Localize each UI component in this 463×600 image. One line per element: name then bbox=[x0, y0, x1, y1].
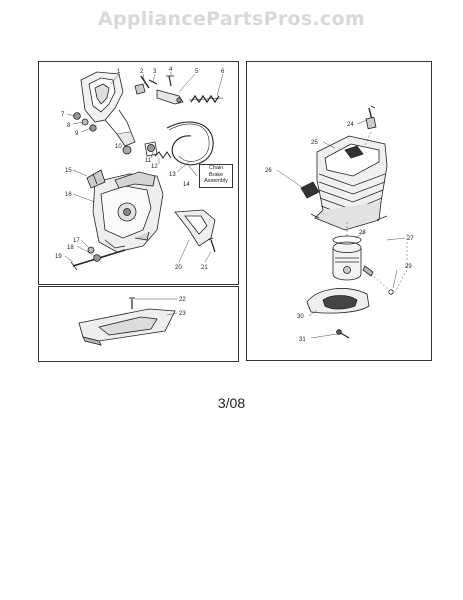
callout-26: 26 bbox=[265, 168, 272, 174]
callout-13: 13 bbox=[169, 172, 176, 178]
callout-group-a: 1 2 3 4 5 6 7 8 9 10 11 12 13 14 15 16 1… bbox=[55, 67, 225, 271]
callout-27: 27 bbox=[407, 236, 414, 242]
callout-1: 1 bbox=[117, 69, 121, 75]
chain-brake-label-line-3: Assembly bbox=[204, 178, 228, 184]
callout-14: 14 bbox=[183, 182, 190, 188]
callout-5: 5 bbox=[195, 69, 199, 75]
watermark-logo: AppliancePartsPros.com bbox=[97, 8, 365, 30]
chain-brake-label-line-2: Brake bbox=[208, 171, 224, 178]
callout-2: 2 bbox=[140, 69, 144, 75]
callout-23: 23 bbox=[179, 311, 186, 317]
callout-10: 10 bbox=[115, 144, 122, 150]
callout-18: 18 bbox=[67, 245, 74, 251]
callout-4: 4 bbox=[169, 67, 173, 73]
callout-8: 8 bbox=[67, 123, 71, 129]
bottom-plate-drawing: 22 23 bbox=[78, 297, 186, 346]
callout-28: 28 bbox=[359, 230, 366, 236]
callout-21: 21 bbox=[201, 265, 208, 271]
callout-20: 20 bbox=[175, 265, 182, 271]
chain-brake-panel: 1 2 3 4 5 6 7 8 9 10 11 12 13 14 15 16 1… bbox=[38, 61, 239, 285]
callout-24: 24 bbox=[347, 122, 354, 128]
date-code: 3/08 bbox=[217, 395, 246, 411]
callout-12: 12 bbox=[151, 164, 158, 170]
callout-16: 16 bbox=[65, 192, 72, 198]
callout-3: 3 bbox=[153, 69, 157, 75]
callout-19: 19 bbox=[55, 254, 62, 260]
callout-15: 15 bbox=[65, 168, 72, 174]
callout-29: 29 bbox=[405, 264, 412, 270]
callout-9: 9 bbox=[75, 131, 79, 137]
callout-group-b: 22 23 bbox=[179, 297, 186, 317]
callout-30: 30 bbox=[297, 314, 304, 320]
cylinder-panel: 24 25 26 27 28 29 30 31 bbox=[246, 61, 432, 361]
callout-25: 25 bbox=[311, 140, 318, 146]
cylinder-drawing: 24 25 26 27 28 29 30 31 bbox=[265, 105, 414, 343]
bottom-plate-panel: 22 23 bbox=[38, 286, 239, 362]
callout-11: 11 bbox=[145, 158, 152, 164]
chain-brake-assembly-label: Chain Brake Assembly bbox=[199, 164, 233, 188]
callout-17: 17 bbox=[73, 238, 80, 244]
callout-group-c: 24 25 26 27 28 29 30 31 bbox=[265, 122, 414, 343]
callout-31: 31 bbox=[299, 337, 306, 343]
chain-brake-drawing: 1 2 3 4 5 6 7 8 9 10 11 12 13 14 15 16 1… bbox=[55, 67, 225, 271]
callout-7: 7 bbox=[61, 112, 65, 118]
callout-22: 22 bbox=[179, 297, 186, 303]
callout-6: 6 bbox=[221, 69, 225, 75]
chain-brake-label-line-1: Chain bbox=[208, 165, 224, 171]
